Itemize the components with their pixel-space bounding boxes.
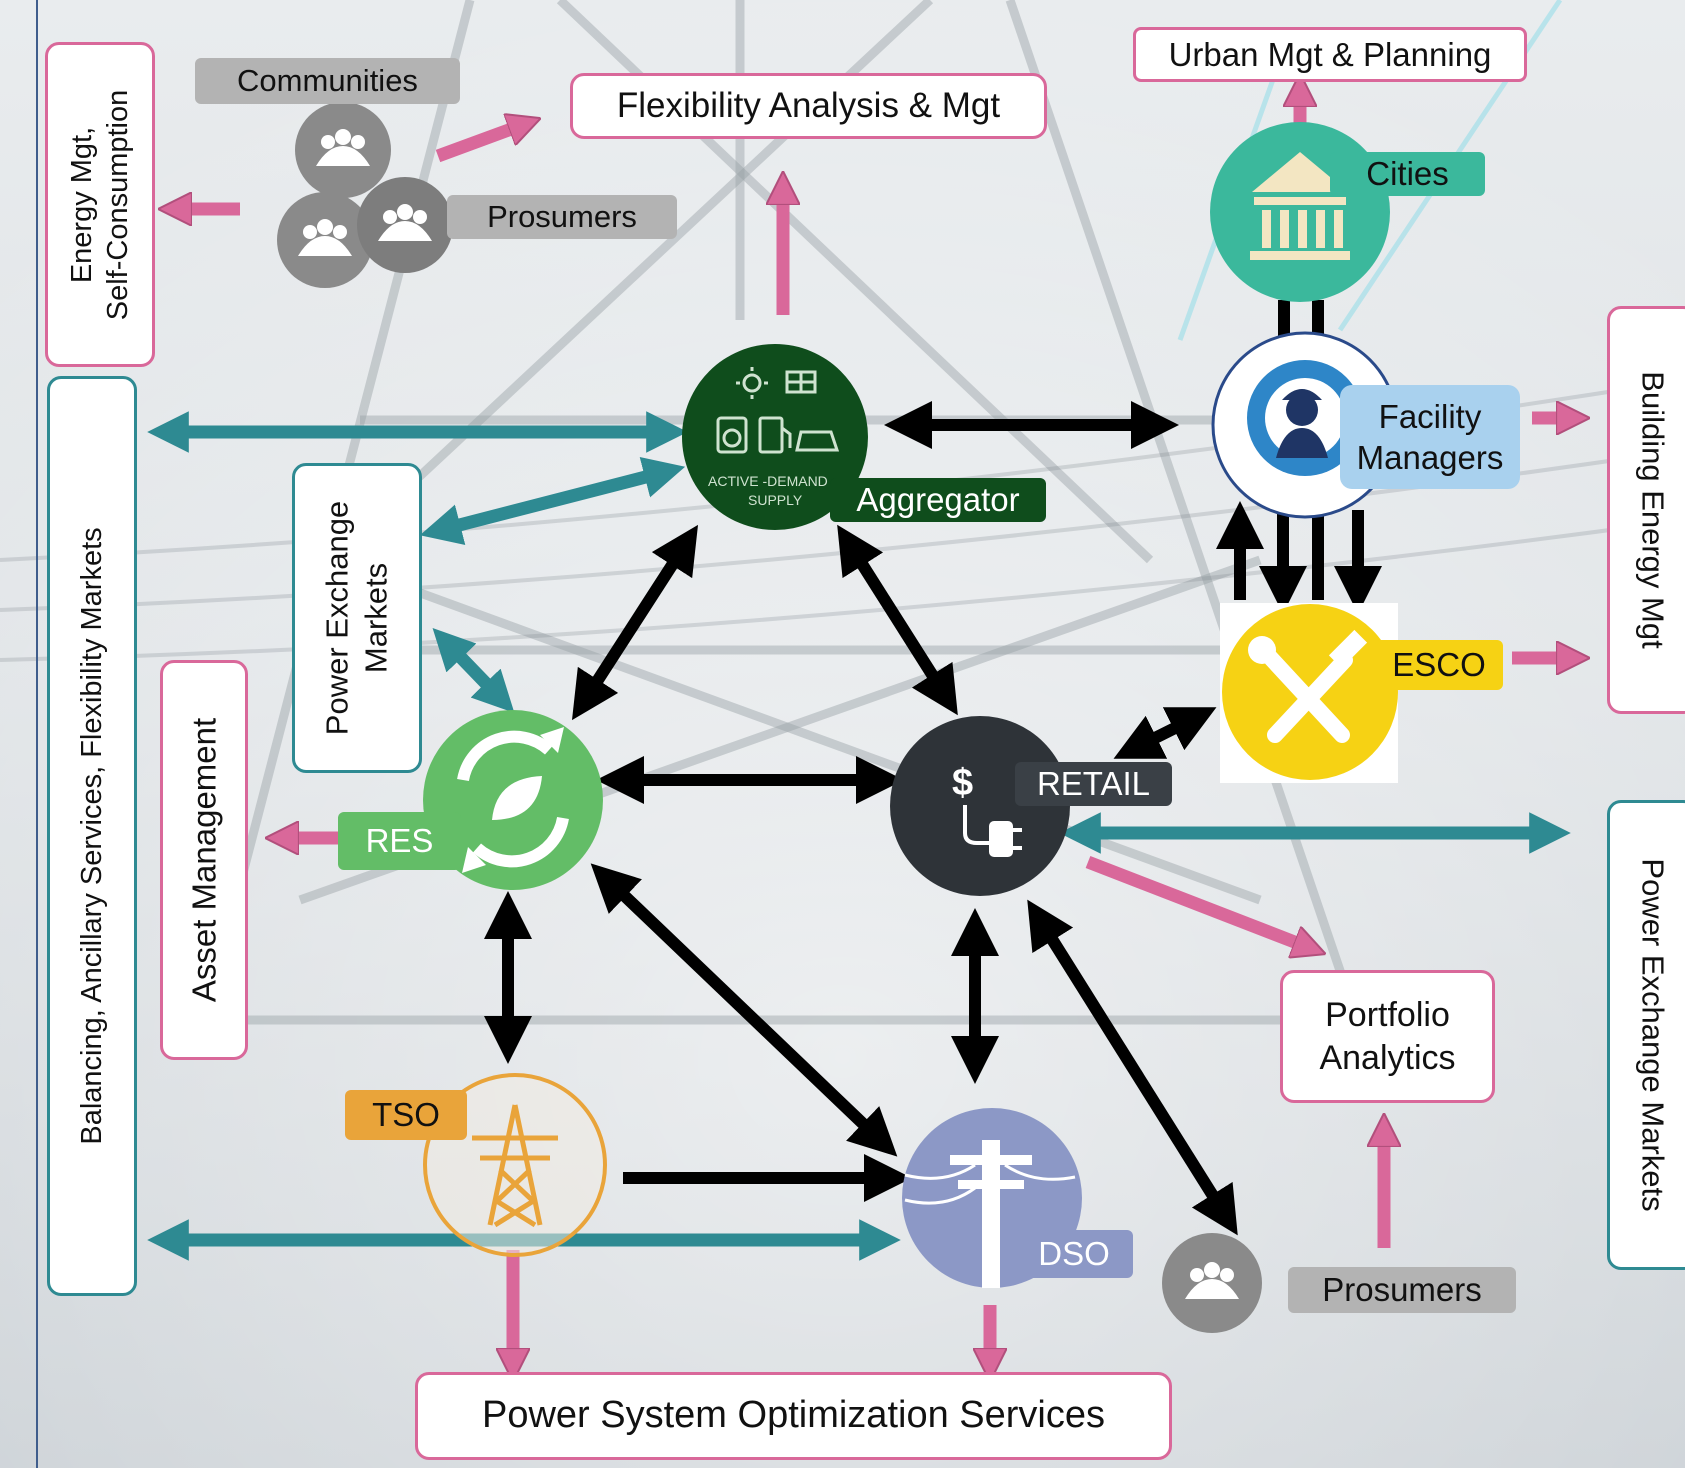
aggregator-icon-caption-1: ACTIVE -DEMAND bbox=[708, 473, 828, 489]
pxm-left-line-2: Markets bbox=[358, 562, 393, 674]
balancing-box: Balancing, Ancillary Services, Flexibili… bbox=[47, 376, 137, 1296]
prosumers-bottom-label-text: Prosumers bbox=[1322, 1271, 1482, 1309]
optimization-text: Power System Optimization Services bbox=[482, 1394, 1105, 1437]
communities-group bbox=[277, 102, 453, 288]
pink-arrows bbox=[175, 90, 1573, 1365]
people-icon bbox=[1185, 1262, 1239, 1299]
balancing-text: Balancing, Ancillary Services, Flexibili… bbox=[75, 527, 108, 1145]
flexibility-text: Flexibility Analysis & Mgt bbox=[616, 86, 1001, 126]
tso-circle bbox=[423, 1073, 607, 1257]
recycle-icon bbox=[457, 730, 569, 868]
res-node bbox=[423, 710, 603, 890]
cities-label-text: Cities bbox=[1366, 155, 1449, 193]
retail-prosumers-arrow bbox=[1027, 899, 1238, 1236]
aggregator-circle bbox=[682, 344, 868, 530]
dso-label-text: DSO bbox=[1038, 1235, 1110, 1273]
retail-esco-arrow bbox=[1113, 707, 1217, 759]
facility-label-line-2: Managers bbox=[1356, 439, 1504, 476]
energy-mgt-line-1: Energy Mgt, bbox=[65, 126, 98, 283]
left-edge-line bbox=[36, 0, 38, 1468]
energy-mgt-line-2: Self-Consumption bbox=[102, 89, 134, 320]
cities-node bbox=[1210, 122, 1390, 302]
facility-label-line-1: Facility bbox=[1378, 397, 1482, 435]
asset-management-box: Asset Management bbox=[160, 660, 248, 1060]
res-label-text: RES bbox=[365, 822, 434, 860]
people-icon bbox=[298, 129, 432, 256]
pylon-icon bbox=[472, 1104, 558, 1228]
portfolio-analytics-box: Portfolio Analytics bbox=[1280, 970, 1495, 1103]
utility-pole-icon bbox=[950, 1140, 1032, 1288]
prosumers-top-label-text: Prosumers bbox=[487, 198, 637, 234]
esco-label-text: ESCO bbox=[1392, 646, 1486, 684]
leaf-icon bbox=[492, 776, 542, 820]
pxm-left-line-1: Power Exchange bbox=[319, 500, 355, 736]
aggregator-icon-caption-2: SUPPLY bbox=[748, 492, 803, 508]
urban-text: Urban Mgt & Planning bbox=[1168, 35, 1492, 73]
worker-icon bbox=[1286, 394, 1318, 426]
prosumers-bottom-node bbox=[1162, 1233, 1262, 1333]
dollar-icon: $ bbox=[952, 762, 973, 804]
res-dso-arrow bbox=[590, 863, 898, 1157]
prosumers-bottom-label: Prosumers bbox=[1288, 1267, 1516, 1313]
aggregator-retail-arrow bbox=[837, 524, 958, 716]
facility-managers-label: Facility Managers bbox=[1340, 385, 1520, 489]
pxmarkets-aggregator-arrow bbox=[419, 457, 686, 545]
building-text: Building Energy Mgt bbox=[1635, 371, 1671, 649]
energy-mgt-box: Energy Mgt, Self-Consumption bbox=[45, 42, 155, 367]
esco-node bbox=[1220, 603, 1398, 783]
power-exchange-markets-left-box: Power Exchange Markets bbox=[292, 463, 422, 773]
asset-text: Asset Management bbox=[185, 717, 223, 1003]
aggregator-res-arrow bbox=[571, 524, 699, 721]
flexibility-box: Flexibility Analysis & Mgt bbox=[570, 73, 1047, 139]
pxm-right-text: Power Exchange Markets bbox=[1635, 858, 1671, 1212]
plug-icon bbox=[963, 805, 1022, 857]
tso-node bbox=[423, 1073, 607, 1257]
aggregator-node: ACTIVE -DEMAND SUPPLY bbox=[682, 344, 868, 530]
retail-label-text: RETAIL bbox=[1036, 765, 1151, 803]
tso-label-text: TSO bbox=[372, 1096, 440, 1134]
portfolio-line-1: Portfolio bbox=[1325, 996, 1450, 1034]
retail-portfolio-arrow bbox=[1085, 855, 1310, 948]
building-energy-box: Building Energy Mgt bbox=[1607, 306, 1685, 714]
communities-flexibility-arrow bbox=[435, 124, 525, 163]
aggregator-label-text: Aggregator bbox=[856, 481, 1020, 519]
urban-box: Urban Mgt & Planning bbox=[1133, 27, 1527, 82]
cities-label: Cities bbox=[1330, 152, 1485, 196]
black-arrows bbox=[484, 300, 1382, 1236]
esco-label: ESCO bbox=[1375, 640, 1503, 690]
demand-supply-icon bbox=[716, 367, 840, 454]
res-label: RES bbox=[338, 812, 461, 870]
power-exchange-markets-right-box: Power Exchange Markets bbox=[1607, 800, 1685, 1270]
building-icon bbox=[1250, 152, 1350, 260]
tso-label: TSO bbox=[345, 1090, 467, 1140]
aggregator-label: Aggregator bbox=[830, 478, 1046, 522]
retail-label: RETAIL bbox=[1015, 762, 1172, 806]
retail-node: $ bbox=[890, 716, 1070, 896]
pxmarkets-res-arrow bbox=[432, 628, 515, 713]
prosumers-top-label: Prosumers bbox=[447, 195, 677, 239]
portfolio-line-2: Analytics bbox=[1319, 1038, 1456, 1077]
dso-label: DSO bbox=[1015, 1230, 1133, 1278]
optimization-box: Power System Optimization Services bbox=[415, 1372, 1172, 1460]
communities-label-text: Communities bbox=[237, 62, 418, 98]
communities-label: Communities bbox=[195, 58, 460, 104]
tools-icon bbox=[1260, 647, 1353, 743]
retail-circle bbox=[890, 716, 1070, 896]
